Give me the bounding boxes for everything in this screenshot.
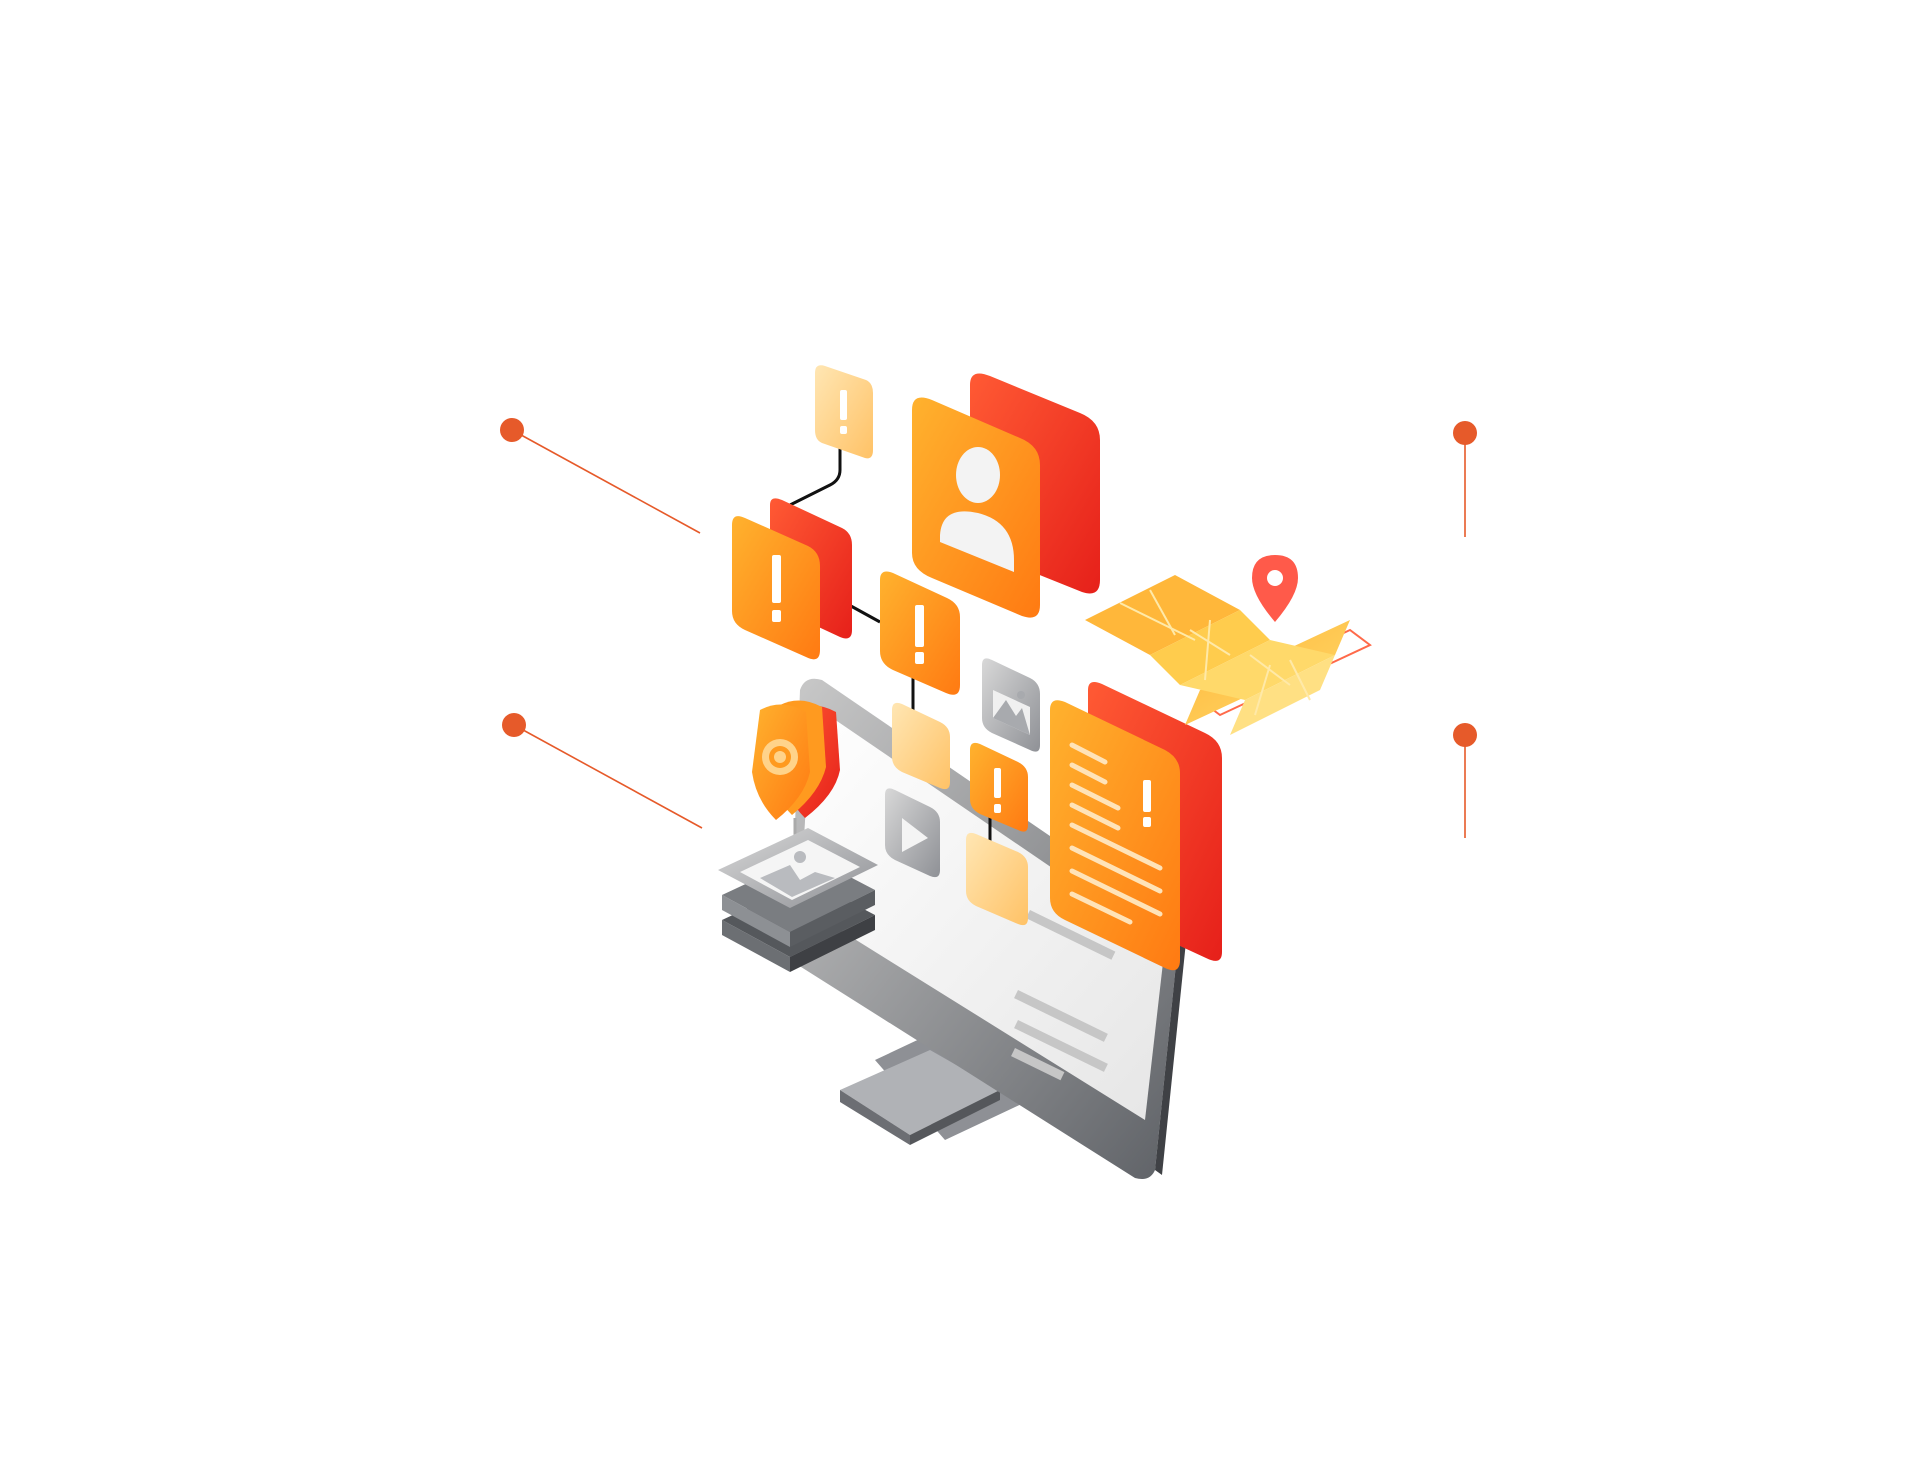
alert-icon bbox=[915, 605, 924, 664]
map bbox=[1085, 555, 1372, 735]
connector-top-left bbox=[500, 418, 701, 534]
alert-card-screen bbox=[970, 742, 1028, 832]
alert-icon bbox=[994, 768, 1001, 813]
connector-top-right bbox=[1453, 421, 1477, 537]
alert-icon bbox=[772, 555, 781, 622]
shield bbox=[752, 700, 840, 855]
alert-icon bbox=[1143, 780, 1151, 827]
video-tile bbox=[885, 788, 940, 878]
user-icon bbox=[940, 447, 1014, 572]
screen-text-line bbox=[1026, 910, 1116, 960]
image-icon bbox=[993, 690, 1030, 735]
light-tile-top bbox=[892, 702, 950, 790]
document-text-lines bbox=[1069, 742, 1163, 925]
shield-icon bbox=[762, 739, 798, 775]
image-tile-floating bbox=[982, 658, 1040, 752]
document-card bbox=[1050, 682, 1222, 971]
screen-text-line bbox=[1011, 1048, 1065, 1081]
screen-text-line bbox=[1014, 990, 1108, 1042]
play-icon bbox=[902, 818, 928, 852]
connector-bottom-left bbox=[502, 713, 703, 829]
user-card bbox=[912, 373, 1100, 618]
image-stack bbox=[718, 828, 878, 972]
alert-card-middle bbox=[880, 571, 960, 695]
alert-icon bbox=[840, 390, 847, 434]
map-pin-icon bbox=[1252, 555, 1298, 622]
monitor-stand bbox=[840, 1020, 1030, 1145]
alert-card-left bbox=[732, 498, 852, 660]
alert-card-small bbox=[815, 365, 873, 459]
image-icon bbox=[740, 840, 860, 900]
connector-bottom-right bbox=[1453, 723, 1477, 838]
light-tile-bottom bbox=[966, 832, 1028, 926]
screen-text-line bbox=[1014, 1020, 1108, 1072]
